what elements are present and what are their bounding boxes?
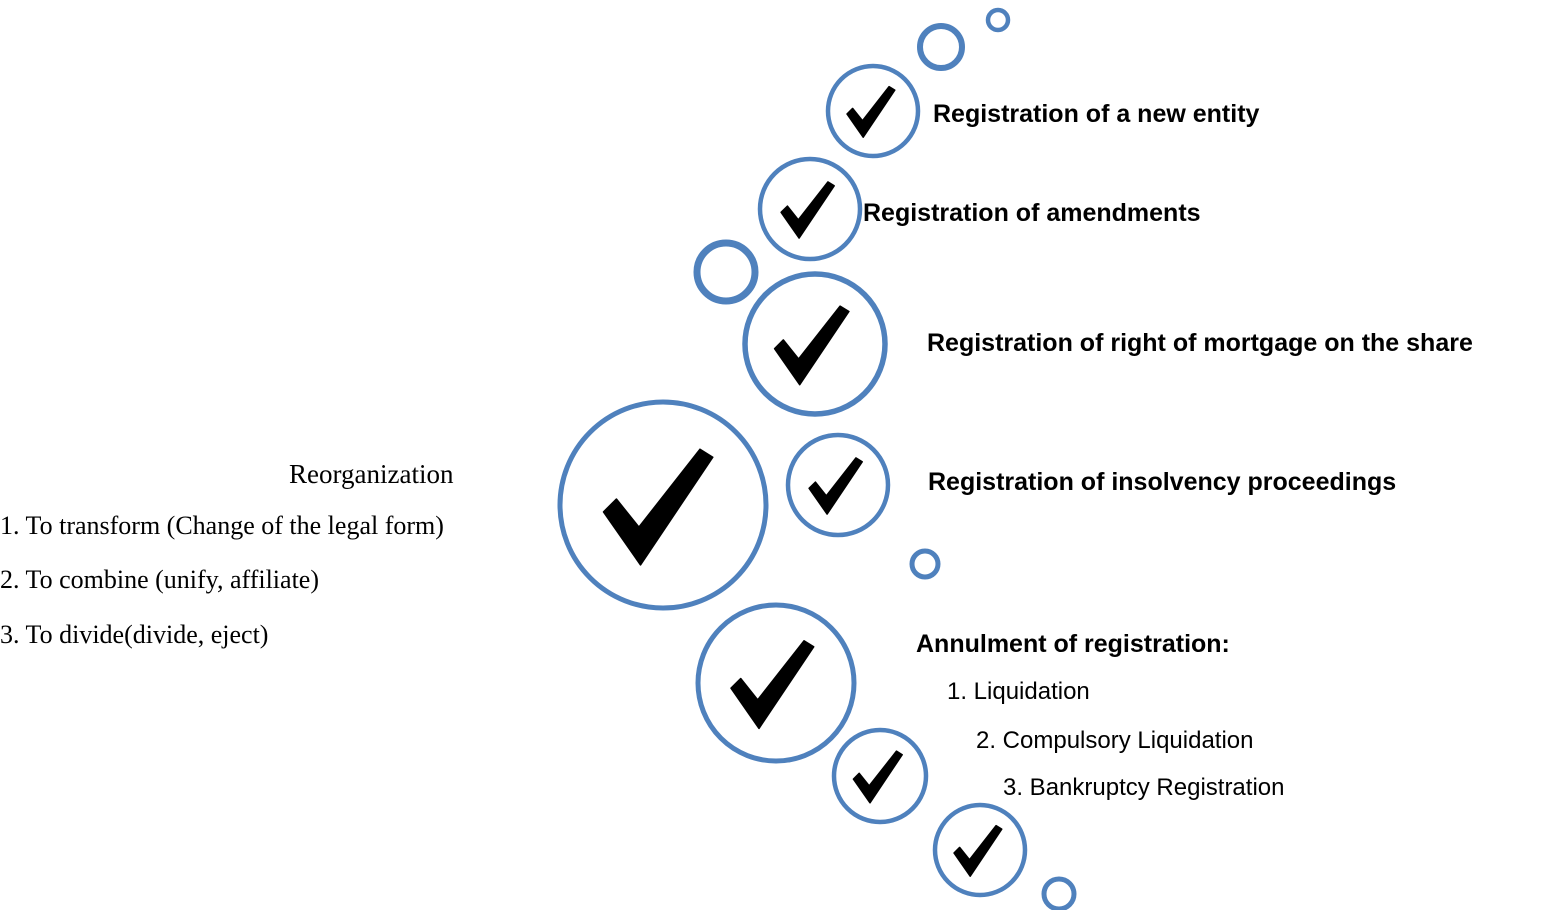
- step-label-insolvency: Registration of insolvency proceedings: [928, 468, 1397, 496]
- step-annulment-checkmark-icon: [695, 602, 857, 764]
- step-mortgage-checkmark-icon: [742, 271, 888, 417]
- step-amendments-checkmark-icon: [757, 156, 863, 262]
- annulment-item-compulsory: 2. Compulsory Liquidation: [976, 727, 1254, 754]
- step-new-entity-checkmark-icon: [825, 63, 921, 159]
- reorganization-item-combine: 2. To combine (unify, affiliate): [0, 565, 319, 594]
- step-label-amendments: Registration of amendments: [863, 199, 1201, 227]
- step-label-new-entity: Registration of a new entity: [933, 100, 1260, 128]
- step-liquidation-checkmark-icon: [831, 727, 929, 825]
- decorative-ring-icon-1: [985, 7, 1011, 33]
- decorative-ring-icon-2: [917, 23, 965, 71]
- annulment-title: Annulment of registration:: [916, 630, 1230, 658]
- annulment-item-liquidation: 1. Liquidation: [947, 678, 1090, 705]
- reorganization-item-transform: 1. To transform (Change of the legal for…: [0, 511, 444, 540]
- decorative-ring-icon-5: [1041, 876, 1077, 910]
- decorative-ring-icon-3: [693, 239, 759, 305]
- step-reorganization-checkmark-icon: [557, 399, 769, 611]
- annulment-item-bankruptcy: 3. Bankruptcy Registration: [1003, 774, 1285, 801]
- reorganization-title: Reorganization: [289, 459, 454, 489]
- reorganization-item-divide: 3. To divide(divide, eject): [0, 620, 269, 649]
- decorative-ring-icon-4: [909, 548, 941, 580]
- step-bankruptcy-checkmark-icon: [932, 802, 1028, 898]
- step-label-mortgage: Registration of right of mortgage on the…: [927, 329, 1473, 357]
- step-insolvency-checkmark-icon: [785, 432, 891, 538]
